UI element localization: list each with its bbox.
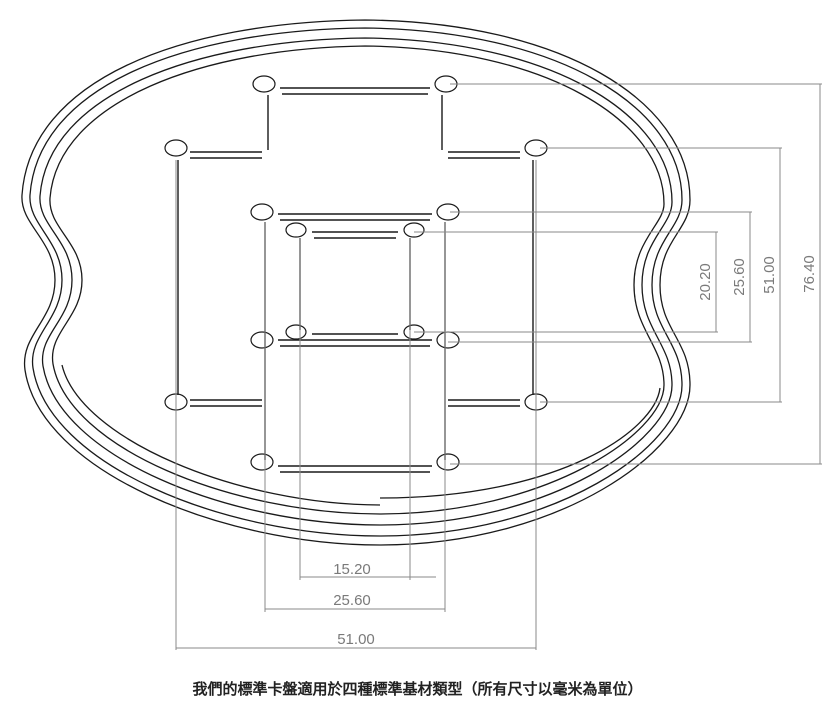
chuck-ring-3	[39, 37, 673, 526]
dim-label-v-51-00: 51.00	[761, 256, 778, 294]
pocket-25-60	[264, 213, 446, 473]
dim-label-h-51-00: 51.00	[337, 631, 375, 648]
dim-label-h-25-60: 25.60	[333, 592, 371, 609]
chuck-ring-6	[379, 387, 661, 499]
dimension-lines	[175, 83, 822, 650]
dim-label-h-15-20: 15.20	[333, 561, 371, 578]
pocket-51-00	[177, 151, 534, 407]
chuck-ring-4	[49, 45, 665, 515]
pockets	[164, 75, 548, 473]
chuck-ring-5	[61, 364, 381, 506]
corner-reliefs	[164, 75, 548, 471]
pocket-76-40	[267, 87, 443, 150]
dim-label-v-20-20: 20.20	[697, 263, 714, 301]
chuck-ring-2	[29, 27, 683, 537]
figure-caption: 我們的標準卡盤適用於四種標準基材類型（所有尺寸以毫米為單位）	[192, 680, 643, 698]
dim-label-v-76-40: 76.40	[801, 255, 818, 293]
chuck-drawing: 15.20 25.60 51.00 20.20 25.60 51.00 76.4…	[21, 19, 822, 650]
chuck-outline	[21, 19, 691, 546]
pocket-20-20	[299, 231, 411, 335]
chuck-outer-ring	[21, 19, 691, 546]
dim-label-v-25-60: 25.60	[731, 258, 748, 296]
